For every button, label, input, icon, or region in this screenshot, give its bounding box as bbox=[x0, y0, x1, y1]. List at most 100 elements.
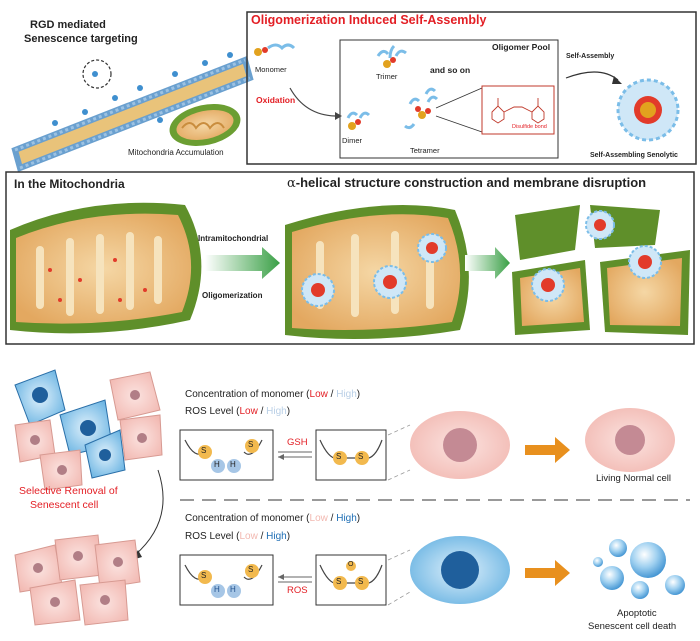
sulfur-atom bbox=[198, 445, 212, 459]
atom-s-label: S bbox=[248, 440, 254, 449]
removal-arrow bbox=[134, 469, 164, 556]
sulfur-atom bbox=[355, 451, 369, 465]
ros-reagent-label: ROS bbox=[287, 585, 308, 596]
disulfide-chain-lower bbox=[319, 564, 383, 585]
tetramer-icon bbox=[404, 87, 439, 130]
apoptotic-label-line1: Apoptotic bbox=[617, 608, 657, 619]
sulfur-atom bbox=[355, 576, 369, 590]
rgd-title-line2: Senescence targeting bbox=[24, 33, 138, 45]
lower-conc-prefix: Concentration of monomer ( bbox=[185, 513, 310, 524]
upper-conc-suffix: ) bbox=[356, 389, 361, 400]
monomer-icon bbox=[254, 43, 296, 56]
senescent-cell-cluster bbox=[14, 369, 163, 491]
helical-title-text: -helical structure construction and memb… bbox=[295, 175, 647, 190]
guide-lines bbox=[387, 424, 411, 606]
oligomerization-label: Oligomerization bbox=[202, 291, 263, 300]
atom-h-label: H bbox=[230, 585, 236, 594]
mitochondrion-small-icon bbox=[169, 104, 241, 146]
upper-ros-prefix: ROS Level ( bbox=[185, 406, 240, 417]
disulfide-chain-upper bbox=[319, 439, 383, 460]
atom-h-label: H bbox=[214, 460, 220, 469]
self-assembly-label: Self-Assembly bbox=[566, 53, 615, 60]
oligomerization-title: Oligomerization Induced Self-Assembly bbox=[251, 13, 487, 27]
upper-ros-low: Low bbox=[239, 406, 258, 417]
zoom-lines bbox=[435, 87, 483, 133]
upper-conc-prefix: Concentration of monomer ( bbox=[185, 389, 310, 400]
selective-removal-line2: Senescent cell bbox=[30, 499, 99, 511]
intramitochondrial-arrow bbox=[205, 247, 280, 279]
upper-conc-high: High bbox=[336, 389, 357, 400]
mitochondrion-disrupted-illustration bbox=[512, 205, 690, 335]
orange-arrow-lower bbox=[525, 560, 570, 586]
lower-ros-high: High bbox=[266, 531, 287, 542]
atom-s-label: S bbox=[248, 565, 254, 574]
senescent-cell-icon-lower bbox=[410, 536, 510, 604]
upper-conc-sep: / bbox=[327, 389, 337, 400]
upper-ros-label: ROS Level (Low / High) bbox=[185, 406, 290, 417]
atom-o-label: O bbox=[348, 561, 354, 568]
oxidation-label: Oxidation bbox=[256, 95, 296, 105]
lower-ros-label: ROS Level (Low / High) bbox=[185, 531, 290, 542]
disulfide-box-upper bbox=[315, 429, 387, 481]
thiol-box-lower bbox=[179, 554, 274, 606]
oligomer-pool-title: Oligomer Pool bbox=[492, 42, 551, 52]
sulfur-atom bbox=[245, 564, 259, 578]
upper-ros-sep: / bbox=[257, 406, 267, 417]
tetramer-label: Tetramer bbox=[410, 146, 440, 155]
mitochondrion-middle-illustration bbox=[285, 205, 469, 339]
living-normal-cell-label: Living Normal cell bbox=[596, 473, 671, 484]
rgd-ligand-icons bbox=[52, 52, 233, 126]
cell-membrane-illustration bbox=[11, 55, 254, 173]
and-so-on-label: and so on bbox=[430, 65, 471, 75]
lower-conc-suffix: ) bbox=[356, 513, 361, 524]
atom-h-label: H bbox=[214, 585, 220, 594]
targeting-highlight-circle bbox=[82, 59, 112, 89]
alpha-symbol: α bbox=[287, 176, 296, 191]
lower-conc-high: High bbox=[336, 513, 357, 524]
normal-cell-icon-upper bbox=[410, 411, 510, 479]
lower-ros-low: Low bbox=[239, 531, 258, 542]
atom-s-label: S bbox=[201, 446, 207, 455]
hydrogen-atom bbox=[227, 459, 241, 473]
atom-h-label: H bbox=[230, 460, 236, 469]
lower-ros-suffix: ) bbox=[286, 531, 291, 542]
sulfur-atom bbox=[333, 451, 347, 465]
disruption-arrow bbox=[465, 247, 510, 279]
thiol-box-upper bbox=[179, 429, 274, 481]
mitochondria-panel-frame bbox=[5, 171, 695, 345]
gsh-label: GSH bbox=[287, 437, 308, 448]
disulfide-structure-icon bbox=[491, 98, 545, 124]
self-assembly-arrow bbox=[565, 71, 619, 81]
hydrogen-atom bbox=[211, 459, 225, 473]
atom-s-label: S bbox=[336, 577, 342, 586]
hydrogen-atom bbox=[227, 584, 241, 598]
oligomerization-panel-frame bbox=[246, 11, 697, 165]
apoptotic-label-line2: Senescent cell death bbox=[588, 621, 677, 632]
senolytic-label: Self-Assembling Senolytic bbox=[590, 152, 678, 159]
oxidation-arrowhead bbox=[335, 112, 342, 120]
atom-s-label: S bbox=[336, 452, 342, 461]
upper-conc-low: Low bbox=[309, 389, 328, 400]
in-the-mitochondria-title: In the Mitochondria bbox=[14, 177, 125, 191]
equilibrium-head-lower bbox=[278, 574, 284, 580]
monomer-label: Monomer bbox=[255, 65, 287, 74]
self-assembling-senolytic-icon bbox=[616, 78, 680, 142]
lower-ros-sep: / bbox=[257, 531, 267, 542]
living-normal-cell-icon bbox=[585, 408, 675, 472]
apoptotic-bodies-icon bbox=[593, 539, 685, 599]
sulfur-atom bbox=[333, 576, 347, 590]
lower-ros-prefix: ROS Level ( bbox=[185, 531, 240, 542]
rgd-title-line1: RGD mediated bbox=[30, 19, 106, 31]
selective-removal-line1: Selective Removal of bbox=[19, 485, 118, 497]
trimer-icon bbox=[376, 44, 407, 68]
lower-concentration-label: Concentration of monomer (Low / High) bbox=[185, 513, 360, 524]
trimer-label: Trimer bbox=[376, 72, 398, 81]
disulfide-bond-label: Disulfide bond bbox=[512, 124, 547, 130]
helical-structure-title: α-helical structure construction and mem… bbox=[287, 175, 647, 191]
normal-cell-cluster bbox=[14, 534, 141, 626]
atom-s-label: S bbox=[358, 577, 364, 586]
atom-s-label: S bbox=[201, 571, 207, 580]
mito-accumulation-label: Mitochondria Accumulation bbox=[128, 148, 224, 157]
oligomer-pool-frame bbox=[339, 39, 559, 159]
